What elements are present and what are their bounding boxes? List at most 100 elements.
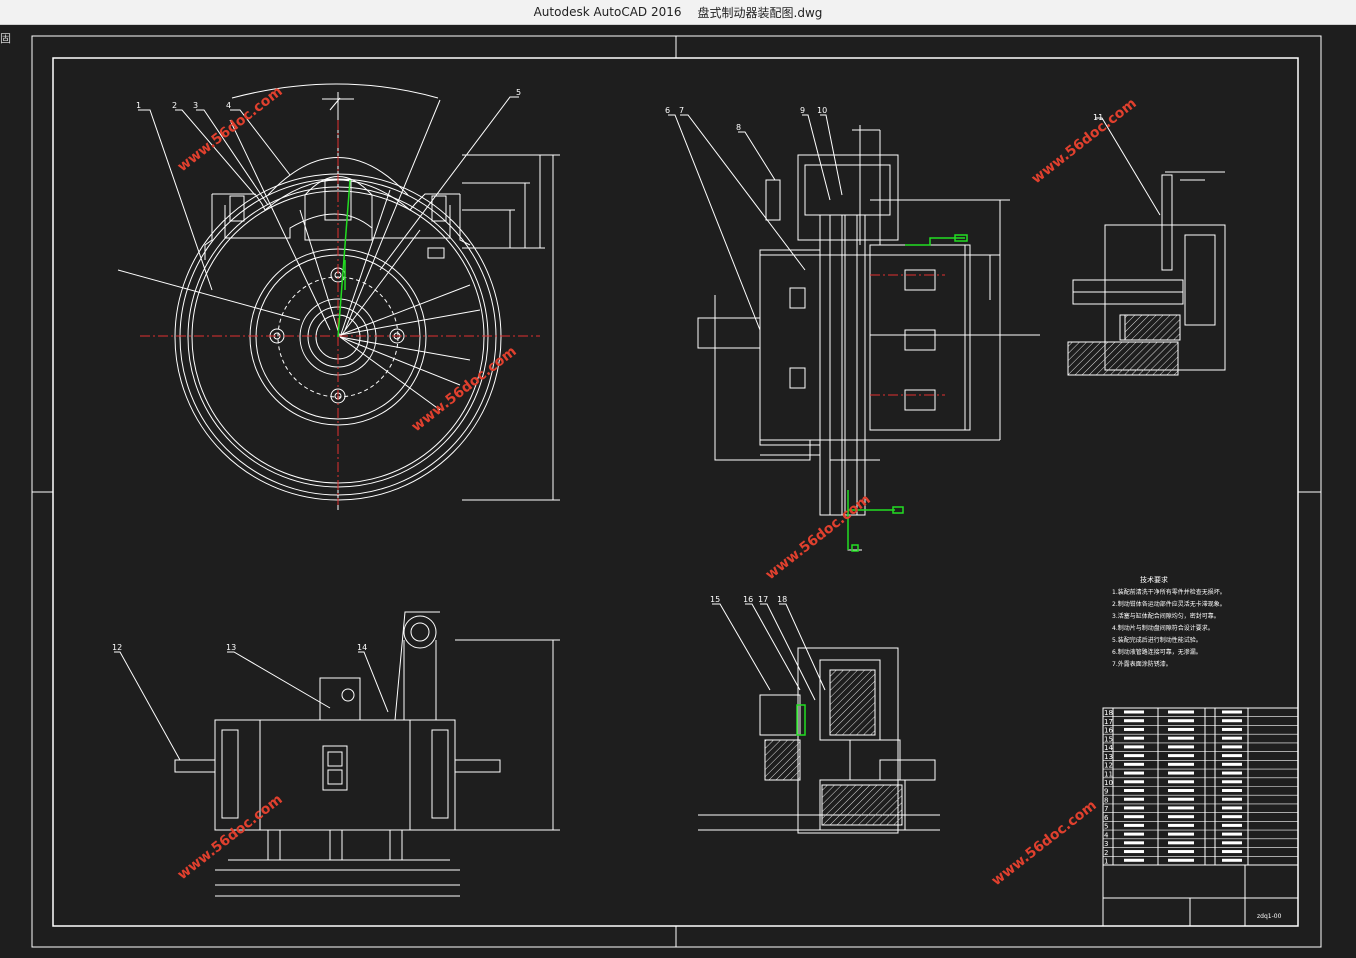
balloons-bottom-left: 12 13 14: [112, 643, 367, 652]
bom-row-number: 2: [1104, 849, 1108, 857]
bom-material-cell: [1222, 850, 1242, 854]
bom-code-cell: [1124, 832, 1144, 836]
tech-req-6: 6.制动液管路连接可靠，无渗漏。: [1112, 648, 1202, 656]
bom-row-number: 15: [1104, 735, 1113, 743]
bom-name-cell: [1168, 745, 1194, 749]
bom-name-cell: [1168, 727, 1194, 731]
bom-name-cell: [1168, 841, 1194, 845]
detail-hatch-block: [1067, 341, 1179, 376]
balloon-11: 11: [1093, 113, 1103, 122]
balloon-15: 15: [710, 595, 720, 604]
piston-seal-highlight: [796, 704, 806, 736]
bom-name-cell: [1168, 815, 1194, 819]
drawing-canvas[interactable]: 1 2 3 4 5: [0, 25, 1356, 954]
bom-name-cell: [1168, 789, 1194, 792]
balloon-3: 3: [193, 101, 198, 110]
bom-name-cell: [1168, 762, 1194, 766]
bom-row-number: 13: [1104, 753, 1113, 761]
bom-code-cell: [1124, 858, 1144, 862]
bom-material-cell: [1222, 806, 1242, 810]
bom-row-number: 17: [1104, 718, 1113, 726]
tech-req-4: 4.制动片与制动盘间隙符合设计要求。: [1112, 624, 1214, 632]
disc-highlight: [337, 179, 351, 338]
bom-code-cell: [1124, 815, 1144, 819]
balloon-18: 18: [777, 595, 787, 604]
bom-code-cell: [1124, 736, 1144, 740]
view-section-side: [668, 114, 1040, 551]
bom-row-number: 11: [1104, 770, 1113, 778]
bom-code-cell: [1124, 762, 1144, 766]
bom-code-cell: [1124, 789, 1144, 792]
watermark-4: www.56doc.com: [763, 491, 874, 583]
balloon-10: 10: [817, 106, 827, 115]
watermark-6: www.56doc.com: [989, 797, 1100, 889]
bom-row-number: 6: [1104, 814, 1109, 822]
sheet-border: [31, 35, 1322, 948]
bom-material-cell: [1222, 797, 1242, 801]
app-title: Autodesk AutoCAD 2016: [533, 5, 682, 19]
bom-material-cell: [1222, 841, 1242, 845]
bom-code-cell: [1124, 727, 1144, 731]
watermark-2: www.56doc.com: [409, 343, 520, 435]
balloon-6: 6: [665, 106, 670, 115]
bom-row-number: 12: [1104, 762, 1113, 770]
bom-name-cell: [1168, 850, 1194, 854]
bom-name-cell: [1168, 797, 1194, 801]
bom-name-cell: [1168, 719, 1194, 723]
bom-name-cell: [1168, 858, 1194, 862]
balloon-14: 14: [357, 643, 367, 652]
piston-hatch-core: [829, 669, 876, 736]
balloons-top-mid: 6 7 8 9 10: [665, 106, 827, 132]
balloon-9: 9: [800, 106, 805, 115]
bom-code-cell: [1124, 823, 1144, 827]
balloon-16: 16: [743, 595, 753, 604]
balloon-12: 12: [112, 643, 122, 652]
bom-code-cell: [1124, 719, 1144, 723]
watermark-1: www.56doc.com: [175, 83, 286, 175]
bom-material-cell: [1222, 815, 1242, 819]
balloon-4: 4: [226, 101, 231, 110]
tech-req-5: 5.装配完成后进行制动性能试验。: [1112, 636, 1202, 644]
bom-name-cell: [1168, 771, 1194, 775]
bom-code-cell: [1124, 841, 1144, 845]
bom-name-cell: [1168, 832, 1194, 836]
bom-row-number: 8: [1104, 796, 1108, 804]
view-disc-front: [117, 83, 560, 510]
bom-name-cell: [1168, 710, 1194, 714]
view-detail-right: [1072, 117, 1226, 371]
balloon-7: 7: [679, 106, 684, 115]
disc-centerlines: [140, 120, 540, 505]
bom-material-cell: [1222, 789, 1242, 792]
title-block-code: zdq1-00: [1257, 913, 1282, 920]
balloon-17: 17: [758, 595, 768, 604]
balloon-5: 5: [516, 88, 521, 97]
piston-hatch-left: [764, 739, 801, 781]
detail-hatch-upper: [1124, 314, 1181, 341]
tech-requirements: 技术要求 1.装配前清洗干净所有零件并检查无损坏。 2.制动钳体各运动部件应灵活…: [1112, 575, 1226, 668]
bom-material-cell: [1222, 858, 1242, 862]
bom-row-number: 10: [1104, 779, 1113, 787]
file-name: 盘式制动器装配图.dwg: [697, 5, 823, 20]
balloon-8: 8: [736, 123, 741, 132]
tech-req-2: 2.制动钳体各运动部件应灵活无卡滞现象。: [1112, 600, 1226, 608]
bom-row-number: 7: [1104, 805, 1108, 813]
drawing-svg[interactable]: 1 2 3 4 5: [0, 25, 1356, 954]
section-highlight: [847, 234, 968, 552]
bom-code-cell: [1124, 780, 1144, 784]
bom-code-cell: [1124, 710, 1144, 714]
balloons-bottom-mid: 15 16 17 18: [710, 595, 787, 604]
tech-req-3: 3.活塞与缸体配合间隙均匀，密封可靠。: [1112, 612, 1220, 620]
bom-code-cell: [1124, 771, 1144, 775]
bom-name-cell: [1168, 754, 1194, 758]
window-title-bar: Autodesk AutoCAD 2016 盘式制动器装配图.dwg: [0, 0, 1356, 25]
bom-row-number: 1: [1104, 858, 1108, 866]
tech-req-7: 7.外露表面涂防锈漆。: [1112, 660, 1172, 668]
bom-material-cell: [1222, 832, 1242, 836]
bom-name-cell: [1168, 780, 1194, 784]
bom-material-cell: [1222, 754, 1242, 758]
bom-row-number: 14: [1104, 744, 1113, 752]
balloons-top-left: 1 2 3 4 5: [136, 88, 521, 110]
watermark-5: www.56doc.com: [175, 791, 286, 883]
balloon-2: 2: [172, 101, 177, 110]
